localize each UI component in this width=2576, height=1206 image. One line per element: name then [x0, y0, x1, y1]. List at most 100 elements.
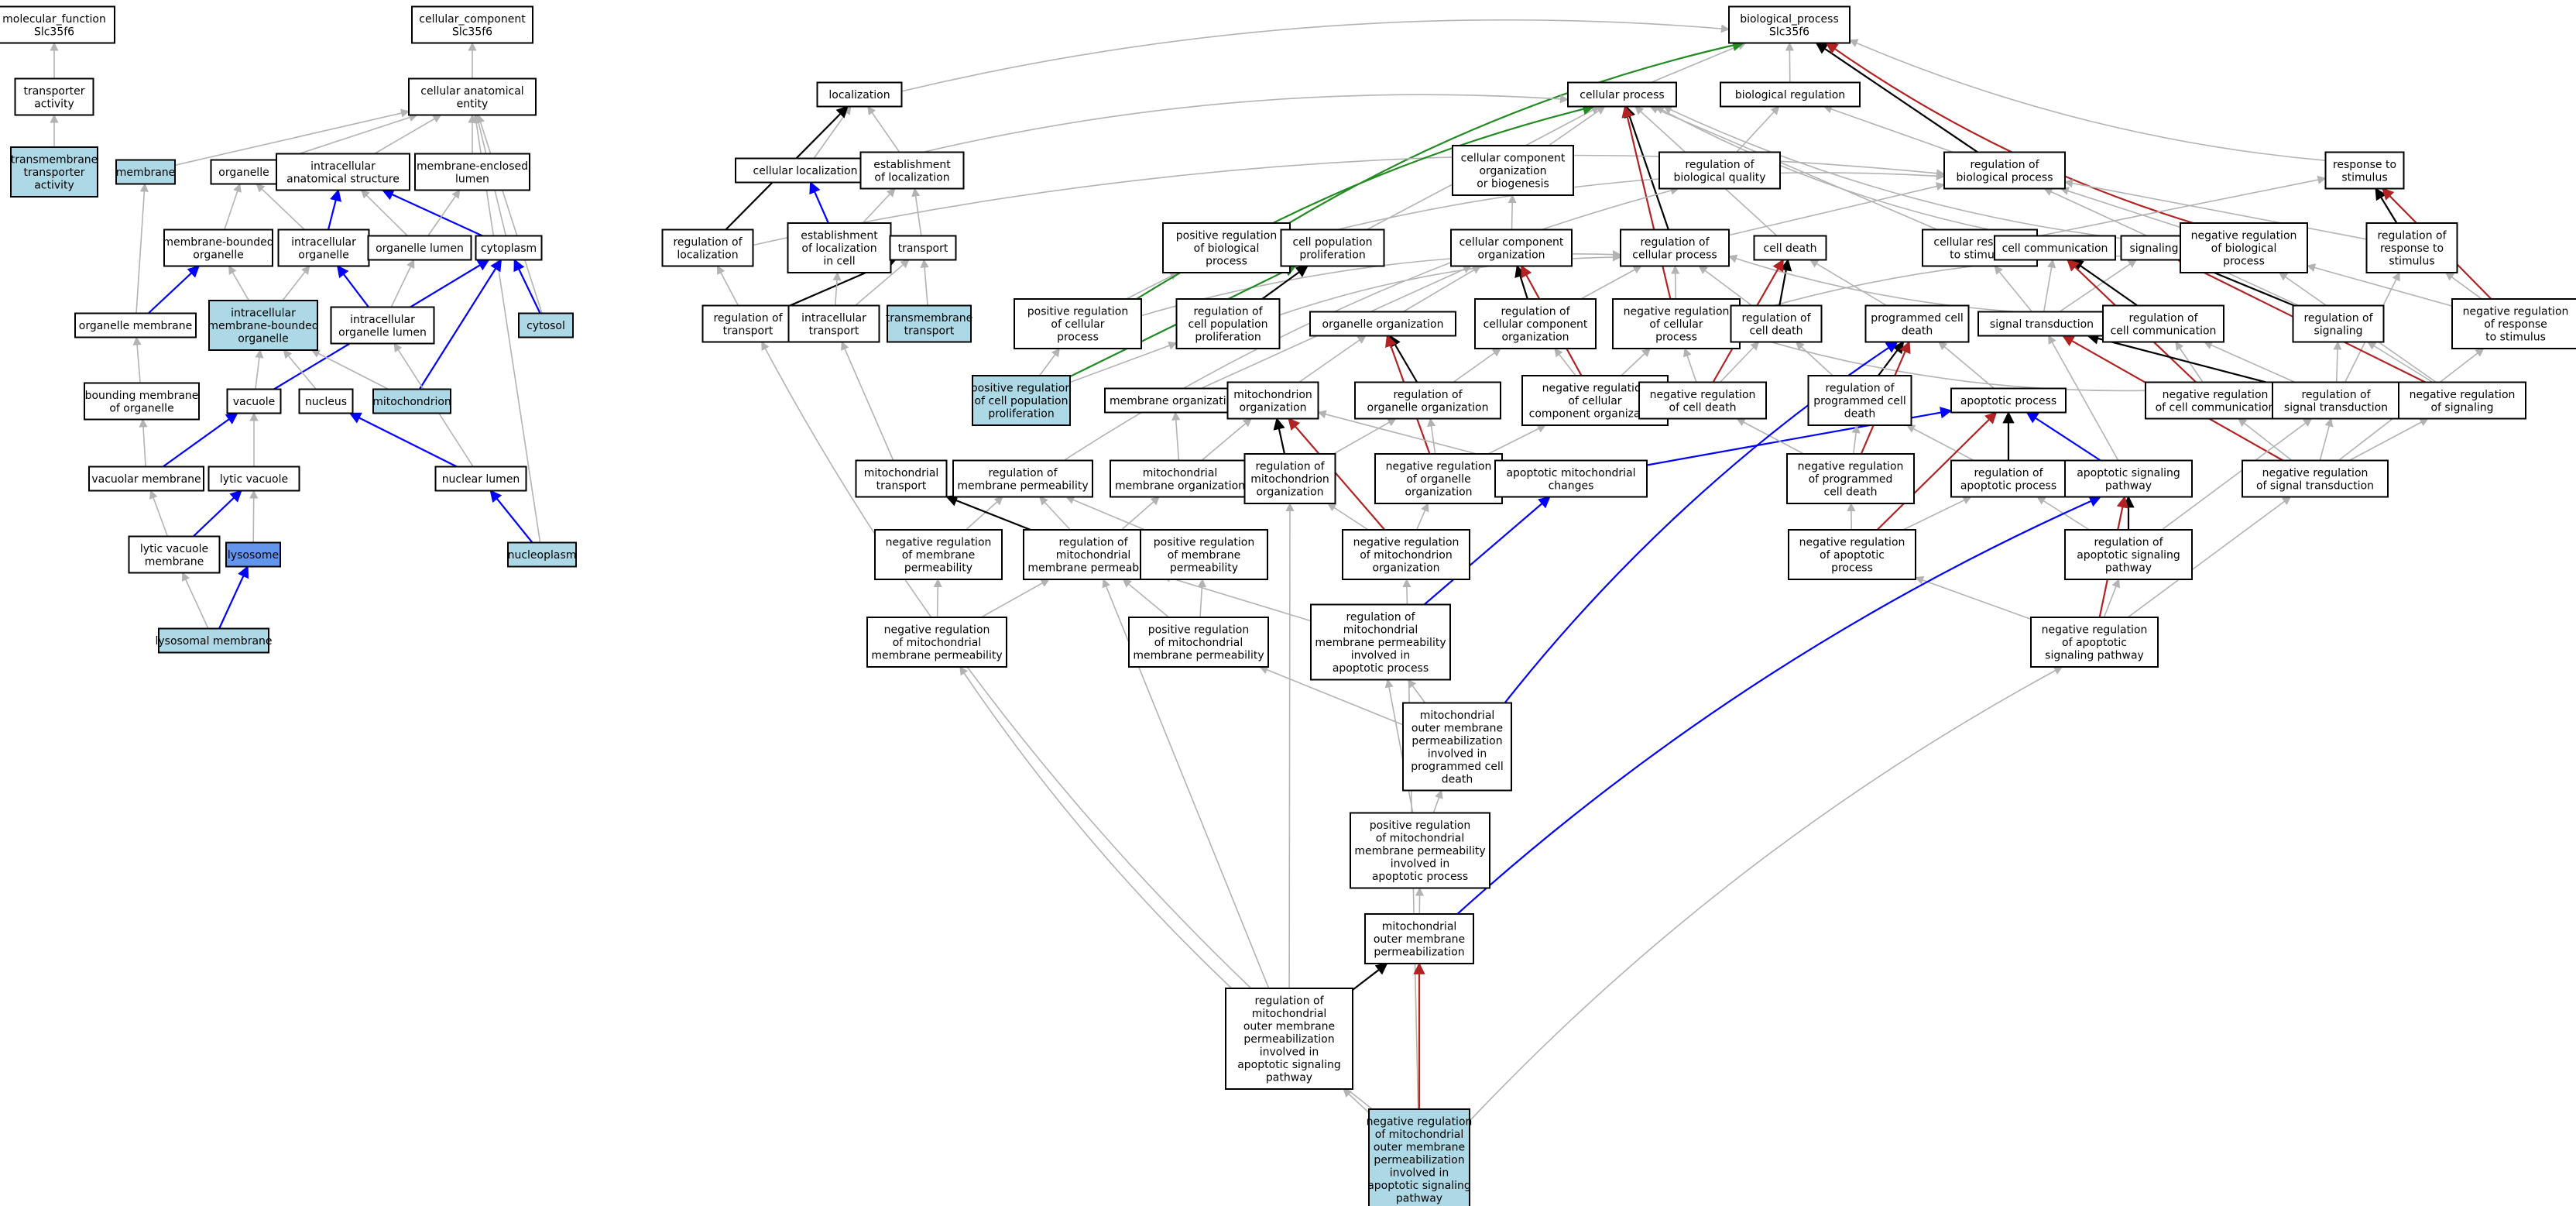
go-term-node[interactable]: cytoplasm: [475, 235, 543, 261]
go-term-node[interactable]: apoptotic process: [1950, 387, 2067, 414]
go-term-node[interactable]: lytic vacuole: [208, 466, 300, 492]
go-term-node[interactable]: cell death: [1753, 235, 1827, 261]
go-term-node[interactable]: biological regulation: [1720, 81, 1861, 108]
go-term-node[interactable]: cellular localization: [735, 157, 876, 184]
go-term-node[interactable]: organelle membrane: [74, 312, 197, 338]
go-term-node[interactable]: nucleoplasm: [507, 541, 577, 568]
go-term-node[interactable]: lysosome: [225, 541, 281, 568]
go-term-node[interactable]: nucleus: [298, 388, 354, 414]
go-term-node[interactable]: signaling: [2120, 235, 2188, 261]
go-term-node[interactable]: vacuole: [226, 388, 282, 414]
go-term-node[interactable]: organelle lumen: [367, 235, 472, 261]
go-term-node[interactable]: cell communication: [1994, 235, 2116, 261]
go-term-node[interactable]: vacuolar membrane: [88, 466, 204, 492]
go-term-node[interactable]: signal transduction: [1977, 311, 2106, 337]
go-term-node[interactable]: organelle: [210, 159, 278, 185]
go-term-node[interactable]: cellular process: [1567, 81, 1677, 108]
go-term-node[interactable]: nuclear lumen: [434, 466, 527, 492]
node-label-line: of signal transduction: [2256, 479, 2374, 492]
go-term-node[interactable]: localization: [816, 81, 903, 108]
go-term-node[interactable]: cytosol: [518, 312, 574, 338]
edge-is-a: [1069, 341, 1178, 383]
go-term-node[interactable]: mitochondrion: [372, 388, 451, 414]
go-term-node[interactable]: organelle organization: [1309, 311, 1456, 337]
go-term-node[interactable]: membrane organization: [1104, 387, 1245, 414]
go-term-node[interactable]: transport: [889, 235, 957, 261]
go-term-node[interactable]: lysosomal membrane: [155, 627, 273, 654]
go-term-node[interactable]: membrane: [115, 159, 176, 185]
